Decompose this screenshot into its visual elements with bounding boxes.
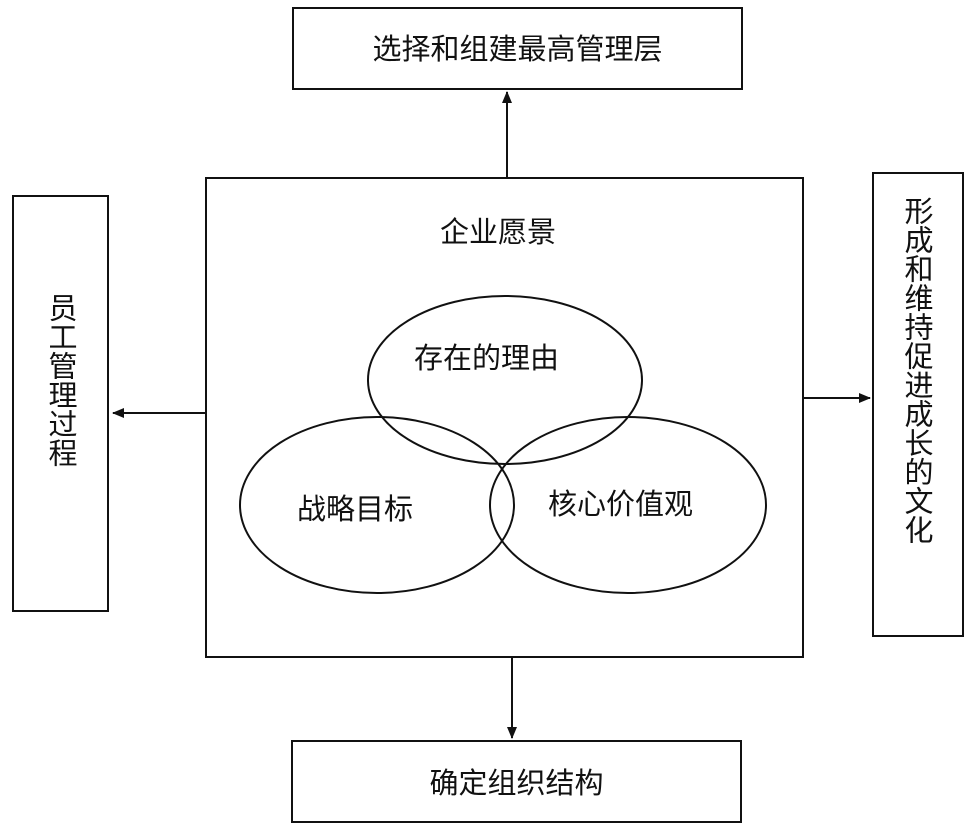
center-frame	[205, 177, 804, 658]
circle-right-label: 核心价值观	[548, 487, 694, 521]
venn-circle-left	[239, 416, 515, 594]
right-box-label: 形成和维持促进成长的文化	[900, 196, 934, 544]
center-title: 企业愿景	[440, 215, 557, 249]
bottom-box-label: 确定组织结构	[429, 766, 604, 800]
circle-left-label: 战略目标	[297, 492, 414, 526]
venn-circle-right	[489, 416, 767, 594]
left-box-label: 员工管理过程	[44, 293, 78, 467]
top-box-label: 选择和组建最高管理层	[372, 32, 663, 66]
right-box: 形成和维持促进成长的文化	[872, 172, 964, 637]
venn-circle-top	[367, 295, 643, 465]
bottom-box: 确定组织结构	[291, 740, 742, 823]
left-box: 员工管理过程	[12, 195, 109, 612]
top-box: 选择和组建最高管理层	[292, 7, 743, 90]
circle-top-label: 存在的理由	[414, 341, 560, 375]
